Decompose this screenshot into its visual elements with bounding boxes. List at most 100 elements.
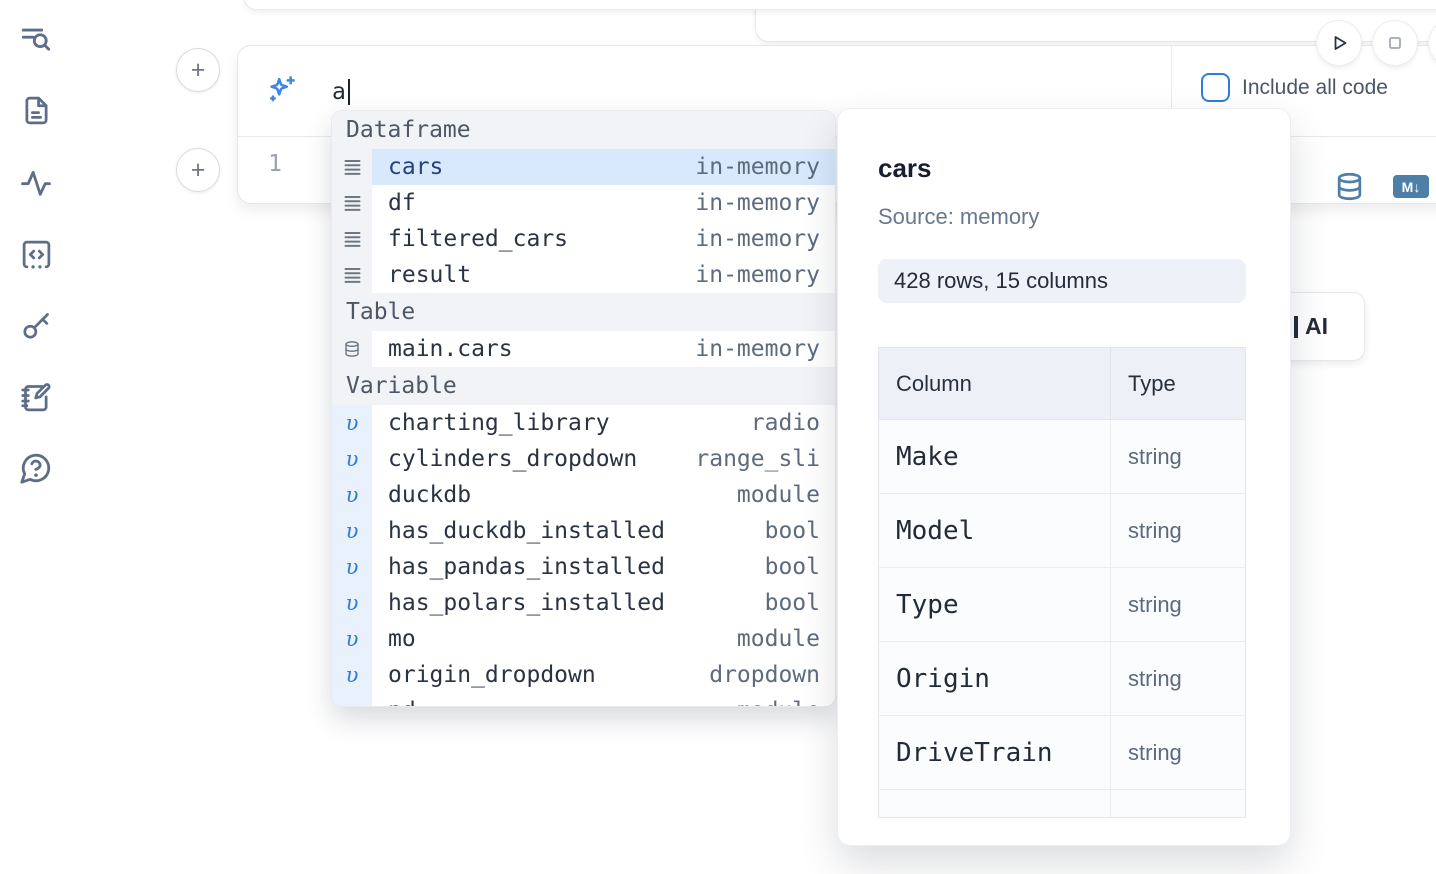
autocomplete-item[interactable]: υ df in-memory [332, 185, 835, 221]
table-row: Type string [879, 568, 1245, 642]
activity-icon [19, 166, 53, 200]
key-icon [20, 309, 53, 342]
dataframe-icon [343, 230, 362, 249]
column-type-cell: string [1128, 443, 1182, 469]
item-type: module [736, 482, 820, 508]
item-type: in-memory [695, 154, 820, 180]
item-label: filtered_cars [388, 226, 569, 252]
column-type-cell: string [1128, 517, 1182, 543]
column-name-cell: DriveTrain [879, 716, 1111, 789]
code-editor[interactable]: 1 M↓ [238, 138, 1436, 203]
extra-control-button[interactable] [1429, 21, 1436, 65]
ai-prompt-value: a [332, 79, 346, 105]
datasource-button[interactable] [1334, 171, 1365, 202]
add-cell-below-button[interactable]: + [176, 148, 220, 192]
sidebar-item-tracing[interactable] [17, 164, 55, 202]
variable-icon: υ [345, 662, 359, 687]
column-name-cell: Make [879, 420, 1111, 493]
item-kind-gutter: υ [332, 549, 372, 585]
item-type: range_sli [695, 446, 820, 472]
stop-icon [1383, 31, 1407, 55]
item-type: radio [750, 410, 820, 436]
preview-source: Source: memory [878, 204, 1040, 229]
sidebar-item-scratchpad[interactable] [17, 378, 55, 416]
sidebar-item-search[interactable] [17, 21, 55, 59]
item-label: pd [388, 698, 416, 706]
help-chat-icon [19, 451, 53, 485]
file-document-icon [20, 94, 53, 127]
table-row: DriveTrain string [879, 716, 1245, 790]
autocomplete-item[interactable]: υ has_duckdb_installed bool [332, 513, 835, 549]
dataframe-icon [343, 266, 362, 285]
table-row: Make string [879, 420, 1245, 494]
ai-prompt-input[interactable]: a [332, 75, 351, 109]
item-label: duckdb [388, 482, 472, 508]
sidebar-item-files[interactable] [17, 91, 55, 129]
item-kind-gutter: υ [332, 149, 372, 185]
table-row: Model string [879, 494, 1245, 568]
item-type: in-memory [695, 190, 820, 216]
autocomplete-item[interactable]: υ cylinders_dropdown range_sli [332, 441, 835, 477]
item-type: in-memory [695, 262, 820, 288]
shape-badge: 428 rows, 15 columns [878, 259, 1246, 303]
item-label: mo [388, 626, 416, 652]
column-type-cell: string [1128, 591, 1182, 617]
sidebar-item-help[interactable] [17, 449, 55, 487]
preview-table-body: Make string Model string Type string Ori… [879, 420, 1245, 790]
autocomplete-item[interactable]: υ charting_library radio [332, 405, 835, 441]
autocomplete-item[interactable]: υ duckdb module [332, 477, 835, 513]
variable-icon: υ [345, 518, 359, 543]
stop-cell-button[interactable] [1373, 21, 1417, 65]
include-all-code-toggle[interactable]: Include all code [1201, 73, 1388, 102]
line-number: 1 [268, 151, 282, 177]
item-type: in-memory [695, 336, 820, 362]
autocomplete-item[interactable]: υ origin_dropdown dropdown [332, 657, 835, 693]
column-type-cell: string [1128, 739, 1182, 765]
item-kind-gutter: υ [332, 221, 372, 257]
item-label: main.cars [388, 336, 513, 362]
code-snippets-icon [20, 238, 53, 271]
ai-prompt-row: a Include all code [238, 46, 1436, 137]
preview-table: Column Type Make string Model string Typ… [878, 347, 1246, 818]
run-cell-button[interactable] [1317, 21, 1361, 65]
autocomplete-section-header: Variable [332, 367, 835, 405]
variable-icon: υ [345, 554, 359, 579]
sidebar-item-secrets[interactable] [17, 306, 55, 344]
item-kind-gutter: υ [332, 405, 372, 441]
autocomplete-item[interactable]: υ cars in-memory [332, 149, 835, 185]
column-name-cell: Type [879, 568, 1111, 641]
include-all-code-checkbox[interactable] [1201, 73, 1230, 102]
database-icon [1334, 171, 1365, 202]
autocomplete-item[interactable]: υ pd module [332, 693, 835, 706]
autocomplete-item[interactable]: υ main.cars in-memory [332, 331, 835, 367]
add-cell-above-button[interactable]: + [176, 48, 220, 92]
item-label: cylinders_dropdown [388, 446, 638, 472]
column-name-cell: Model [879, 494, 1111, 567]
dataframe-icon [343, 194, 362, 213]
cell-actions: M↓ [1334, 171, 1429, 202]
prompt-divider [1171, 46, 1172, 136]
variable-icon: υ [345, 446, 359, 471]
item-label: has_duckdb_installed [388, 518, 665, 544]
markdown-toggle-button[interactable]: M↓ [1393, 175, 1429, 198]
autocomplete-item[interactable]: υ result in-memory [332, 257, 835, 293]
item-kind-gutter: υ [332, 621, 372, 657]
autocomplete-item[interactable]: υ has_polars_installed bool [332, 585, 835, 621]
item-kind-gutter: υ [332, 513, 372, 549]
item-type: module [736, 626, 820, 652]
autocomplete-item[interactable]: υ mo module [332, 621, 835, 657]
item-type: bool [764, 554, 820, 580]
item-kind-gutter: υ [332, 331, 372, 367]
item-kind-gutter: υ [332, 657, 372, 693]
play-icon [1327, 31, 1351, 55]
item-label: cars [388, 154, 444, 180]
list-search-icon [19, 23, 53, 57]
autocomplete-item[interactable]: υ has_pandas_installed bool [332, 549, 835, 585]
sidebar-item-snippets[interactable] [17, 235, 55, 273]
autocomplete-dropdown: Dataframe υ cars in-memory [332, 111, 835, 706]
text-caret [347, 79, 351, 105]
autocomplete-item[interactable]: υ filtered_cars in-memory [332, 221, 835, 257]
item-label: has_polars_installed [388, 590, 665, 616]
previous-cell-fragment [243, 0, 1436, 10]
